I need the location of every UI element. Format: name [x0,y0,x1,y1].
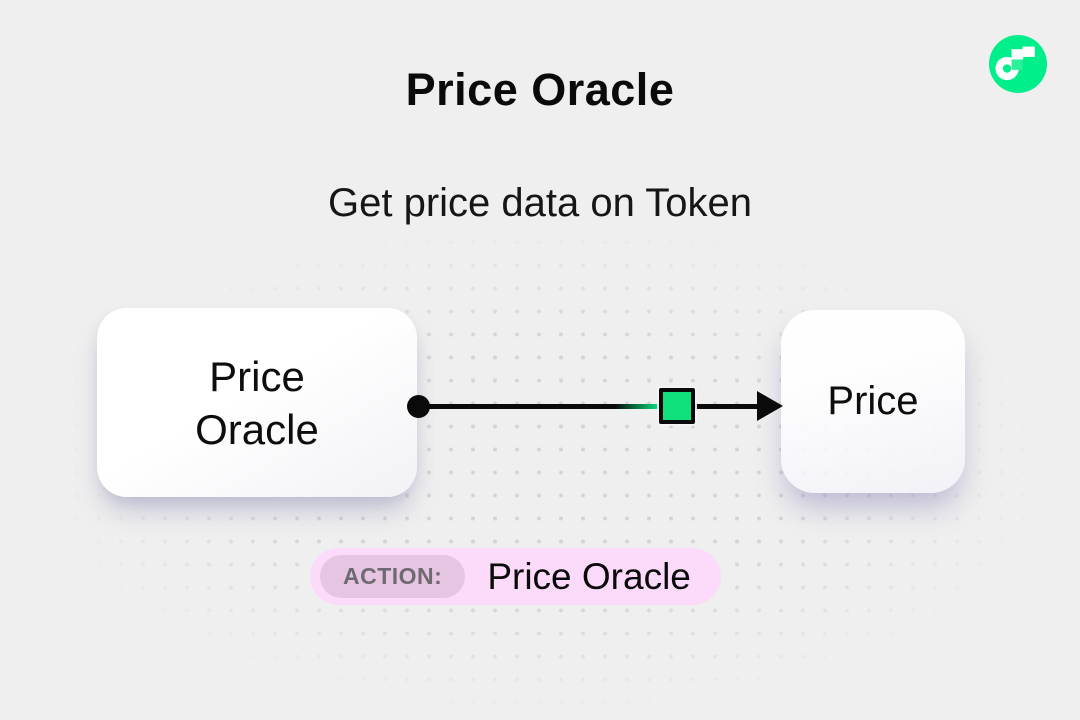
node-price-label: Price [827,379,919,423]
node-label-line2: Oracle [195,405,319,453]
action-value: Price Oracle [487,555,691,597]
connector-arrowhead-icon [757,391,783,421]
connector-marker-square [659,388,695,424]
action-badge: ACTION: [320,555,466,598]
flow-logo-icon [989,35,1047,93]
connector-start-dot [407,395,430,418]
node-price-oracle: Price Oracle [97,308,417,497]
action-pill: ACTION: Price Oracle [310,548,721,605]
page-title: Price Oracle [405,64,675,115]
node-price: Price [781,310,965,493]
page-subtitle: Get price data on Token [328,181,752,225]
node-label-line1: Price [209,352,305,400]
node-price-oracle-label: Price Oracle [195,350,319,456]
connector-line [418,404,770,409]
